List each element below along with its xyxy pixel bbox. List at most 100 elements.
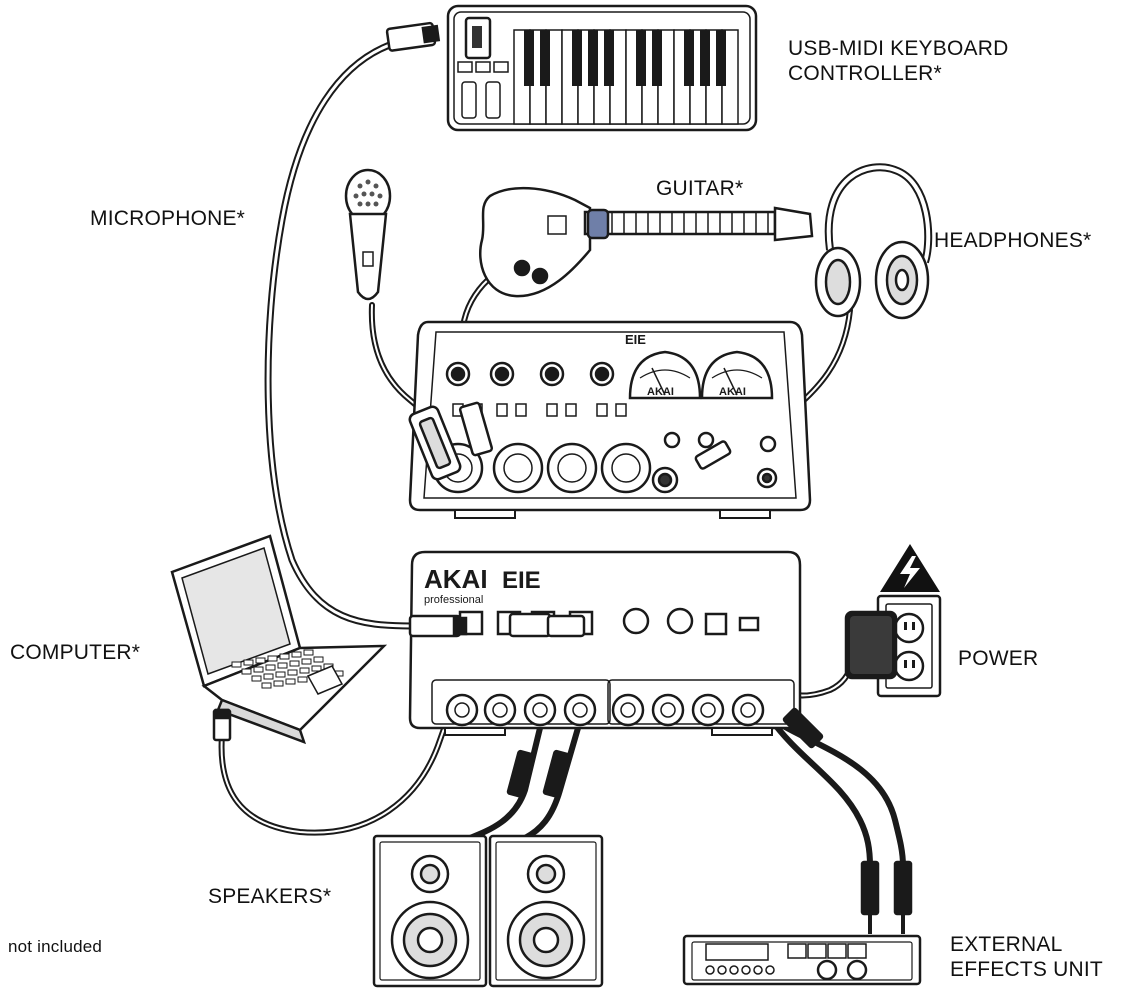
black-key	[588, 30, 598, 86]
headphone-plug	[694, 440, 732, 470]
rear-brand-text: AKAI	[424, 564, 488, 594]
guitar	[478, 186, 814, 298]
rear-usb-plugs	[408, 612, 586, 638]
rear-jack-inner	[660, 702, 676, 718]
channel-switch	[596, 403, 608, 417]
effects-unit-buttons	[705, 965, 775, 975]
laptop-key	[289, 660, 300, 667]
effects-label-line1: EXTERNAL	[950, 933, 1063, 956]
black-key	[716, 30, 726, 86]
combo-input-inner	[557, 453, 587, 483]
effects-plugs	[860, 860, 913, 934]
vu-meters	[628, 350, 774, 400]
gain-knob-cap	[450, 366, 466, 382]
black-key	[684, 30, 694, 86]
rear-jack-inner	[454, 702, 470, 718]
channel-switch	[496, 403, 508, 417]
headphones	[814, 163, 933, 320]
computer-label: COMPUTER*	[10, 641, 141, 664]
laptop-key	[287, 669, 298, 676]
gain-knob-cap	[594, 366, 610, 382]
woofer-dustcap	[532, 926, 560, 954]
laptop-key	[265, 664, 276, 671]
laptop-computer	[170, 534, 388, 745]
black-key	[572, 30, 582, 86]
laptop-key	[299, 667, 310, 674]
laptop-key	[301, 658, 312, 665]
speakers	[372, 834, 604, 988]
front-knobs	[445, 361, 627, 417]
phantom-switch	[515, 403, 527, 417]
rear-jacks	[445, 693, 765, 727]
black-key	[652, 30, 662, 86]
laptop-key	[231, 661, 242, 668]
tweeter-cone	[419, 863, 441, 885]
keyboard-usb-plug	[385, 21, 441, 52]
laptop-key	[263, 673, 274, 680]
power-label: POWER	[958, 647, 1039, 670]
speaker-left-cable	[467, 725, 543, 841]
laptop-key	[313, 656, 324, 663]
phantom-switch	[615, 403, 627, 417]
effects-button	[753, 965, 763, 975]
guitar-jack-plug	[458, 401, 494, 457]
black-key	[700, 30, 710, 86]
keyboard-keys	[513, 29, 739, 125]
rear-jack-inner	[492, 702, 508, 718]
effects-button	[741, 965, 751, 975]
laptop-key	[261, 682, 272, 689]
keyboard-label-line2: CONTROLLER*	[788, 62, 942, 85]
rear-model-text: EIE	[502, 567, 541, 594]
effects-button	[717, 965, 727, 975]
rear-jack-inner	[620, 702, 636, 718]
black-key	[540, 30, 550, 86]
woofer-dustcap	[416, 926, 444, 954]
rear-jack-inner	[700, 702, 716, 718]
speaker-face	[495, 841, 597, 981]
laptop-key	[303, 649, 314, 656]
power-adapter	[844, 610, 898, 680]
speaker-face	[379, 841, 481, 981]
warning-icon	[880, 544, 940, 592]
microphone	[344, 168, 392, 301]
front-brand-text: EIE	[625, 332, 646, 347]
effects-cable-a	[767, 715, 873, 869]
effects-label: EXTERNAL EFFECTS UNIT	[950, 932, 1103, 982]
guitar-label: GUITAR*	[656, 177, 744, 200]
xlr-plug	[408, 405, 462, 481]
laptop-key	[285, 678, 296, 685]
speakers-label: SPEAKERS*	[208, 885, 332, 908]
gain-knob-cap	[544, 366, 560, 382]
front-vu-left-brand: AKAI	[647, 386, 674, 398]
microphone-label: MICROPHONE*	[90, 207, 246, 230]
black-key	[636, 30, 646, 86]
channel-switch	[546, 403, 558, 417]
usb-midi-keyboard	[446, 4, 758, 132]
laptop-key	[297, 676, 308, 683]
rear-jack-inner	[532, 702, 548, 718]
laptop-usb-plug	[212, 708, 232, 742]
front-vu-right-brand: AKAI	[719, 386, 746, 398]
effects-button	[705, 965, 715, 975]
keyboard-label-line1: USB-MIDI KEYBOARD	[788, 37, 1009, 60]
black-key	[524, 30, 534, 86]
guitar-frets	[611, 212, 769, 234]
effects-button	[765, 965, 775, 975]
laptop-key	[275, 671, 286, 678]
footnote-label: not included	[8, 937, 103, 956]
laptop-key	[243, 659, 254, 666]
keyboard-label: USB-MIDI KEYBOARD CONTROLLER*	[788, 36, 1008, 86]
keyboard-usb-cable	[264, 38, 416, 630]
laptop-key	[267, 655, 278, 662]
phantom-switch	[565, 403, 577, 417]
laptop-key	[273, 680, 284, 687]
laptop-key	[311, 665, 322, 672]
effects-unit	[682, 934, 922, 986]
effects-button	[729, 965, 739, 975]
speaker-plugs	[506, 707, 824, 799]
combo-input-inner	[503, 453, 533, 483]
rear-jack-inner	[740, 702, 756, 718]
laptop-key	[279, 653, 290, 660]
